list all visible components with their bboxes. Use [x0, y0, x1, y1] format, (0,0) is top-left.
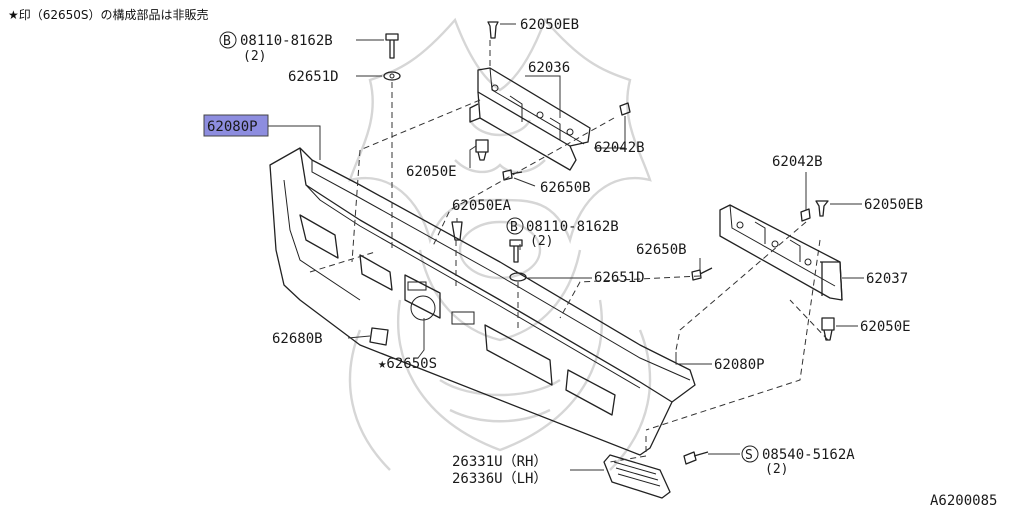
nut-62042B-right-icon	[800, 208, 811, 222]
label-62680B: 62680B	[272, 331, 323, 347]
screw-08540-icon	[683, 451, 709, 465]
b-symbol-top-icon	[219, 31, 237, 49]
label-62050EB-right: 62050EB	[864, 197, 923, 213]
s-symbol: S	[745, 448, 753, 463]
label-62050E-top: 62050E	[406, 164, 457, 180]
bracket-62680B-icon	[369, 327, 389, 346]
label-08110-mid: 08110-8162B	[526, 219, 619, 235]
washer-62651D-mid-icon	[509, 272, 527, 282]
label-26336U: 26336U（LH）	[452, 471, 547, 487]
bolt-08110-mid-icon	[509, 239, 523, 263]
bolt-08110-top-icon	[385, 33, 399, 59]
label-62080P: 62080P	[714, 357, 765, 373]
assembly-lines	[309, 40, 829, 463]
label-08110-top-qty: (2)	[243, 49, 266, 64]
label-62042B-right: 62042B	[772, 154, 823, 170]
label-62651D-mid: 62651D	[594, 270, 645, 286]
label-08540: 08540-5162A	[762, 447, 855, 463]
label-62050EB-top: 62050EB	[520, 17, 579, 33]
fog-lamp-26331U-icon	[603, 454, 671, 499]
watermark-emblem	[348, 17, 652, 471]
label-62650B-top: 62650B	[540, 180, 591, 196]
bolt-62650B-mid-icon	[691, 267, 713, 281]
label-26331U: 26331U（RH）	[452, 454, 547, 470]
clip-62050E-top-icon	[475, 139, 489, 161]
clip-62050EB-right-icon	[815, 200, 829, 217]
b-symbol-top: B	[223, 34, 231, 49]
label-62036: 62036	[528, 60, 570, 76]
clip-62050E-right-icon	[821, 317, 835, 341]
label-08110-mid-qty: (2)	[530, 234, 553, 249]
label-62651D-top: 62651D	[288, 69, 339, 85]
label-62050E-right: 62050E	[860, 319, 911, 335]
highlight-box	[203, 114, 269, 137]
label-08540-qty: (2)	[765, 462, 788, 477]
footnote-text: ★印（62650S）の構成部品は非販売	[8, 7, 209, 22]
label-62042B-top: 62042B	[594, 140, 645, 156]
s-symbol-icon	[741, 445, 759, 463]
leader-lines	[268, 23, 864, 471]
bracket-62037	[719, 204, 843, 301]
label-62650B-mid: 62650B	[636, 242, 687, 258]
part-labels: 62050EB B 08110-8162B (2) 62651D 62036 6…	[203, 17, 923, 487]
b-symbol-mid-icon	[506, 217, 524, 235]
b-symbol-mid: B	[510, 220, 518, 235]
label-62080P-highlight: 62080P	[207, 119, 258, 135]
bumper-62080P	[269, 147, 696, 456]
nut-62042B-top-icon	[619, 102, 631, 116]
clip-62050EB-top-icon	[487, 21, 499, 39]
label-62050EA: 62050EA	[452, 198, 512, 214]
fastener-icons	[369, 21, 835, 499]
clip-62050EA-icon	[451, 221, 463, 241]
bracket-62036	[469, 67, 591, 171]
label-62037: 62037	[866, 271, 908, 287]
label-08110-top: 08110-8162B	[240, 33, 333, 49]
washer-62651D-top-icon	[383, 71, 401, 81]
figure-id: A6200085	[930, 493, 997, 509]
label-62650S: ★62650S	[378, 356, 437, 372]
